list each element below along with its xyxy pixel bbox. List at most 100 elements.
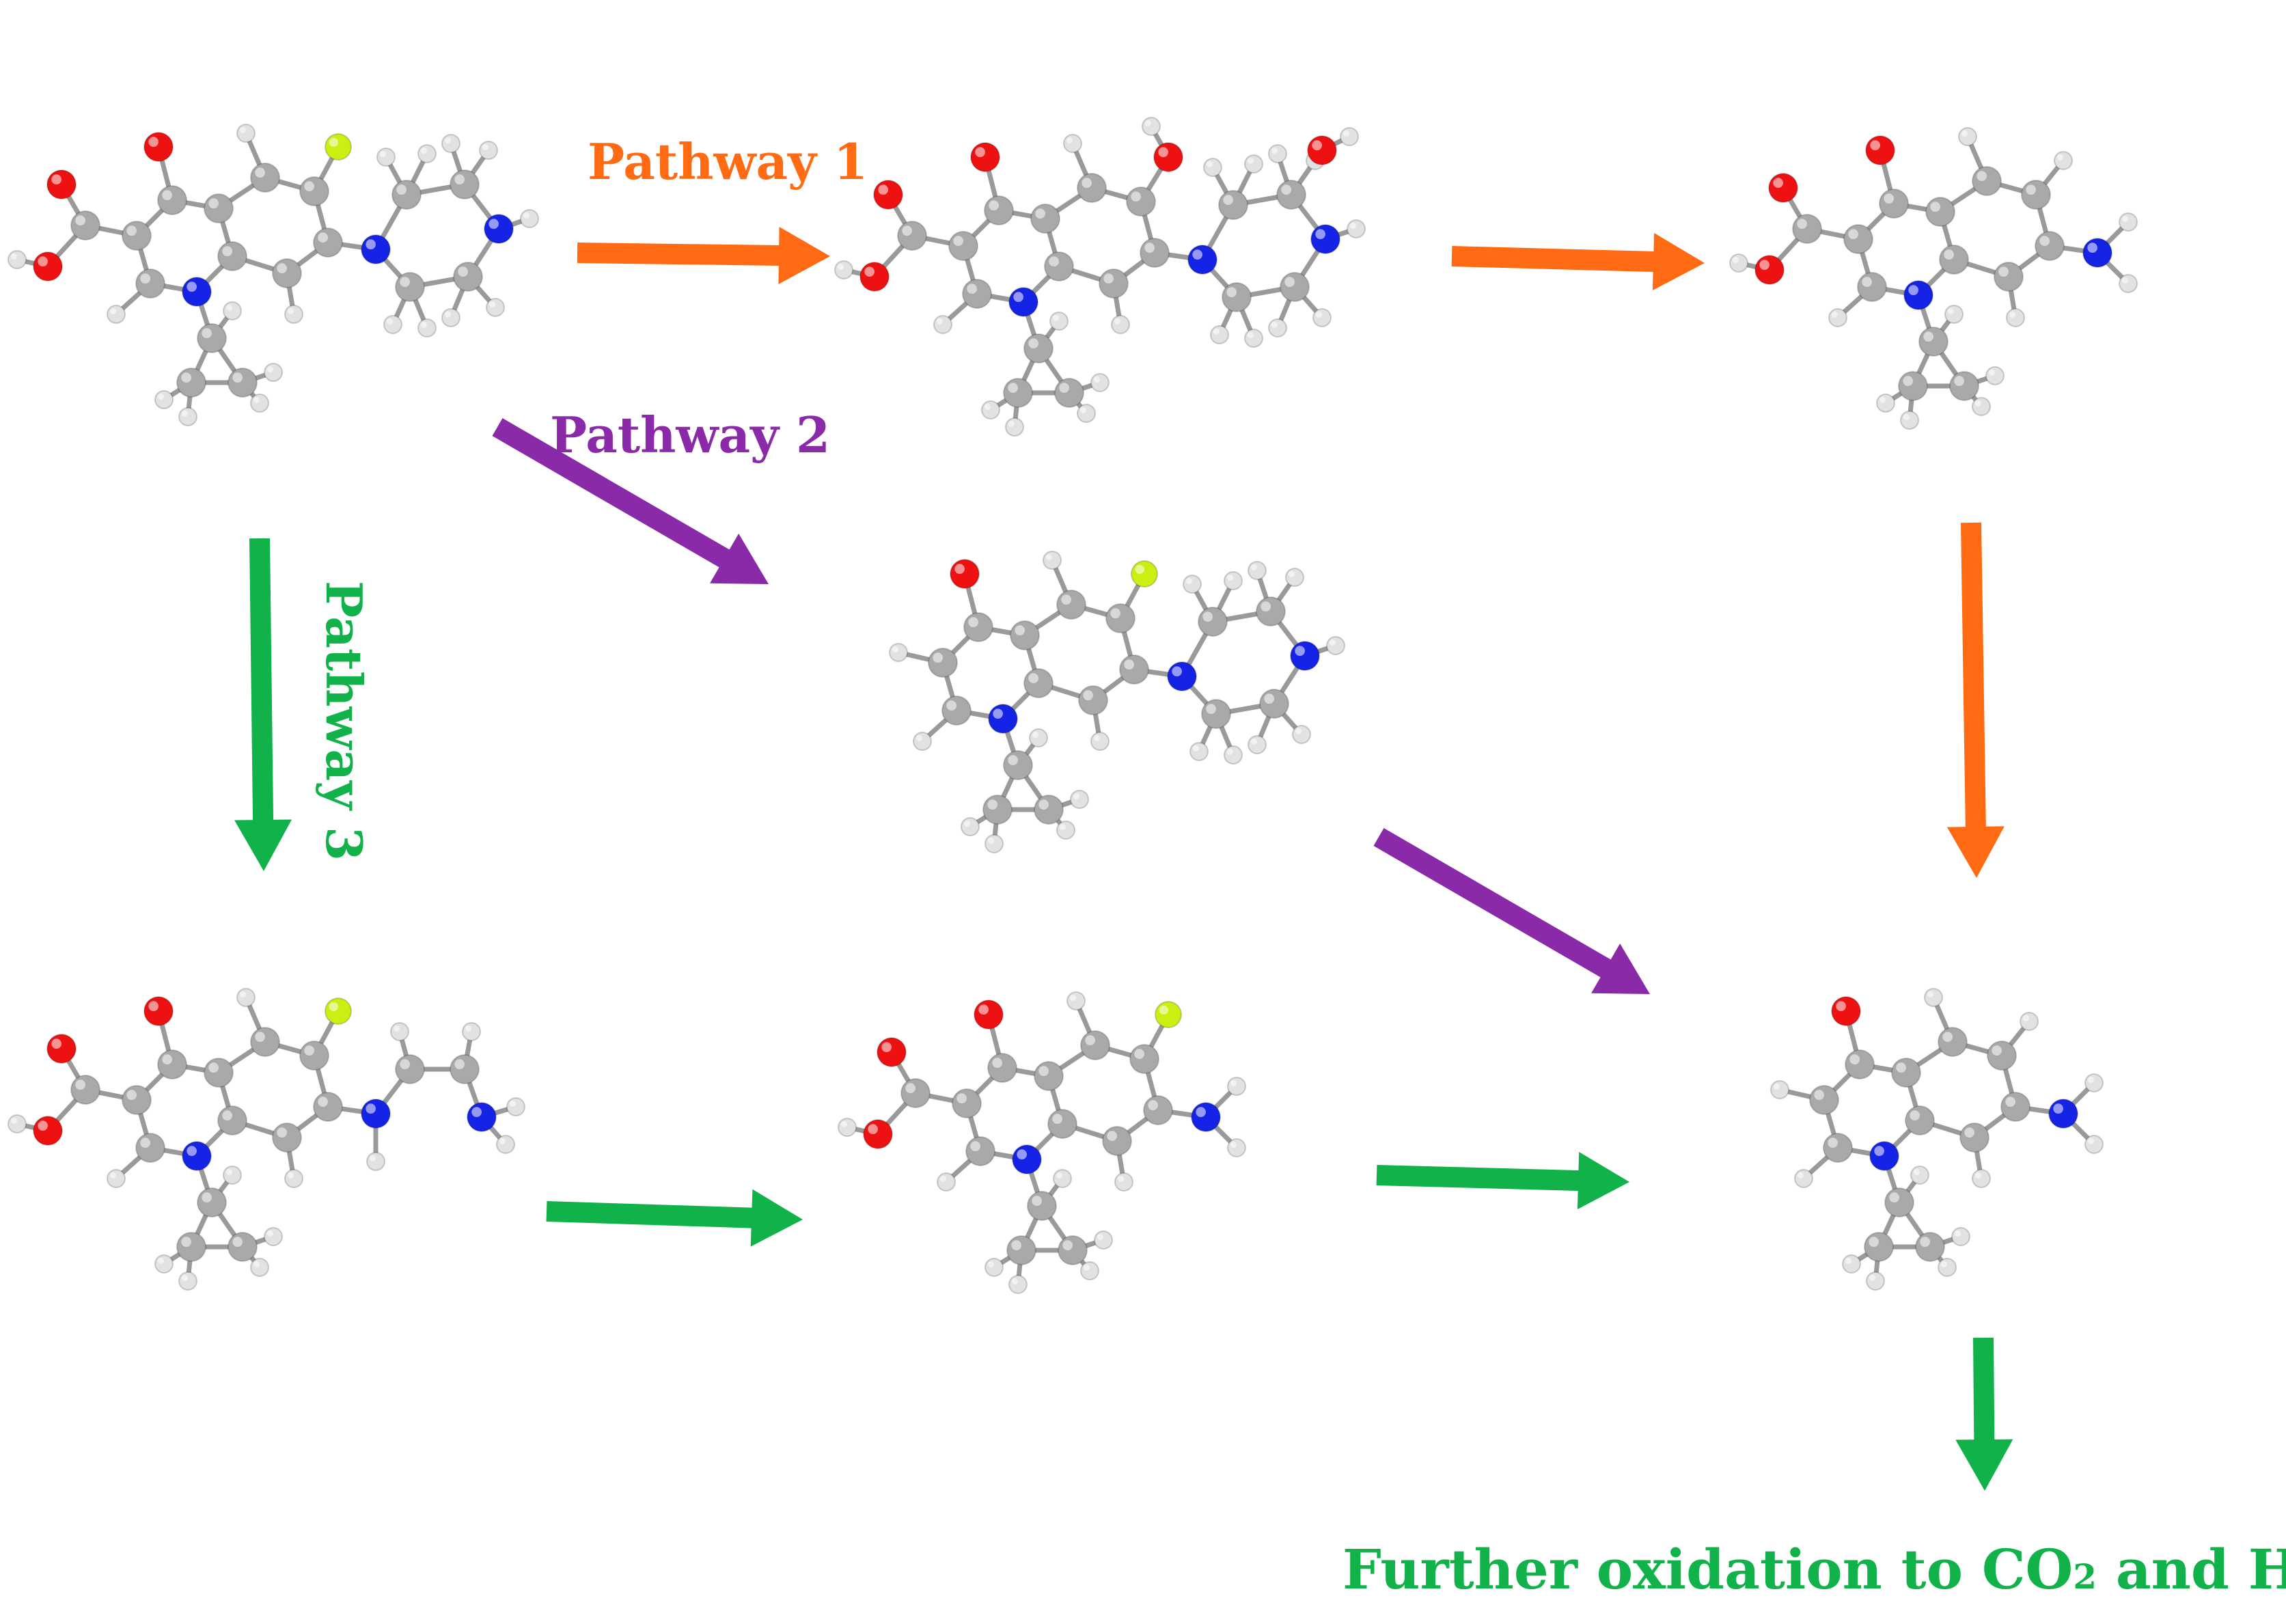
atom-highlight <box>1049 256 1059 266</box>
atom-h <box>1985 366 2005 385</box>
atom-highlight <box>1849 1054 1860 1064</box>
atom-c <box>228 368 258 398</box>
atom-highlight <box>454 174 465 184</box>
atom-h <box>2006 308 2025 327</box>
atom-highlight <box>181 1237 191 1247</box>
atom-c <box>1201 699 1231 729</box>
atom-highlight <box>1848 229 1858 239</box>
atom-highlight <box>202 328 212 338</box>
atom-highlight <box>905 1083 915 1093</box>
atom-highlight <box>1059 823 1066 830</box>
atom-o <box>1754 255 1785 285</box>
atom-n <box>1191 1102 1221 1132</box>
atom-highlight <box>1185 577 1192 584</box>
atom-highlight <box>1250 738 1257 745</box>
atom-h <box>1210 325 1229 344</box>
atom-highlight <box>266 1230 273 1237</box>
atom-c <box>1938 1027 1968 1057</box>
atom-h <box>1900 411 1919 430</box>
atom-c <box>1047 1109 1077 1139</box>
atom-highlight <box>393 1025 400 1032</box>
atom-highlight <box>396 184 407 195</box>
atom-highlight <box>2026 184 2036 195</box>
atom-c <box>1891 1058 1921 1088</box>
atom-highlight <box>109 307 116 314</box>
atom-highlight <box>989 200 999 210</box>
atom-h <box>1910 1166 1929 1185</box>
atom-highlight <box>225 304 232 311</box>
atom-o <box>46 1034 77 1064</box>
atom-h <box>8 250 27 269</box>
atom-o <box>1865 135 1895 165</box>
atom-highlight <box>1097 1233 1103 1240</box>
atom-h <box>154 1254 174 1274</box>
atom-c <box>1054 378 1084 408</box>
atom-highlight <box>253 1261 260 1267</box>
atom-h <box>264 1227 283 1246</box>
final-product <box>1770 988 2104 1291</box>
arrow-pathway1-step2 <box>1451 232 1705 290</box>
atom-h <box>1111 315 1130 334</box>
atom-highlight <box>1954 376 1964 386</box>
atom-highlight <box>232 1237 243 1247</box>
atom-highlight <box>1117 1175 1124 1182</box>
atom-h <box>1005 417 1024 437</box>
atom-highlight <box>208 198 219 208</box>
atom-highlight <box>1974 1172 1981 1179</box>
atom-highlight <box>1836 1001 1846 1011</box>
atom-h <box>913 732 932 751</box>
atom-h <box>1080 1261 1099 1280</box>
atom-c <box>1845 1049 1875 1079</box>
atom-h <box>1227 1138 1246 1157</box>
arrow-pathway3-step1-head <box>234 819 292 871</box>
atom-c <box>1129 1044 1159 1074</box>
atom-highlight <box>523 212 529 219</box>
atom-h <box>984 1258 1004 1277</box>
atom-highlight <box>1874 1146 1884 1156</box>
atom-highlight <box>1271 321 1278 328</box>
atom-highlight <box>10 253 18 260</box>
atom-highlight <box>187 281 197 292</box>
atom-highlight <box>987 837 994 844</box>
pathway1-label: Pathway 1 <box>588 133 868 191</box>
atom-o <box>1768 173 1798 203</box>
atom-h <box>1340 127 1359 146</box>
atom-n <box>1012 1144 1042 1174</box>
atom-c <box>1119 655 1149 685</box>
atom-highlight <box>987 1261 994 1267</box>
arrow-pathway1-step1-head <box>778 226 830 284</box>
atom-c <box>963 612 993 642</box>
atom-c <box>1857 272 1887 302</box>
atom-highlight <box>225 1168 232 1175</box>
atom-highlight <box>1288 570 1295 577</box>
arrows-layer <box>234 226 2013 1491</box>
atom-highlight <box>488 301 495 307</box>
atom-h <box>250 1258 269 1277</box>
atom-highlight <box>1944 249 1954 260</box>
atom-h <box>1248 735 1267 754</box>
atom-highlight <box>1035 208 1045 219</box>
atom-h <box>383 315 402 334</box>
atom-highlight <box>1961 130 1968 137</box>
atom-highlight <box>2053 1103 2063 1114</box>
atom-highlight <box>956 1093 967 1103</box>
atom-highlight <box>1964 1127 1974 1138</box>
atom-h <box>1924 988 1943 1007</box>
atom-highlight <box>140 1138 150 1148</box>
atom-highlight <box>1942 1032 1953 1042</box>
atom-highlight <box>987 799 997 810</box>
atom-c <box>1939 245 1969 275</box>
arrow-pathway3-step2-shaft <box>546 1201 755 1228</box>
atom-highlight <box>1135 564 1144 574</box>
atom-c <box>1030 204 1060 234</box>
atom-o <box>974 1000 1004 1030</box>
atom-highlight <box>181 372 191 383</box>
atom-highlight <box>465 1025 471 1032</box>
atom-n <box>988 704 1018 734</box>
atom-o <box>46 169 77 199</box>
atom-highlight <box>1732 256 1739 263</box>
atom-highlight <box>454 1059 465 1069</box>
atom-highlight <box>162 1054 172 1064</box>
atom-highlight <box>10 1117 18 1124</box>
atom-highlight <box>1131 191 1141 202</box>
